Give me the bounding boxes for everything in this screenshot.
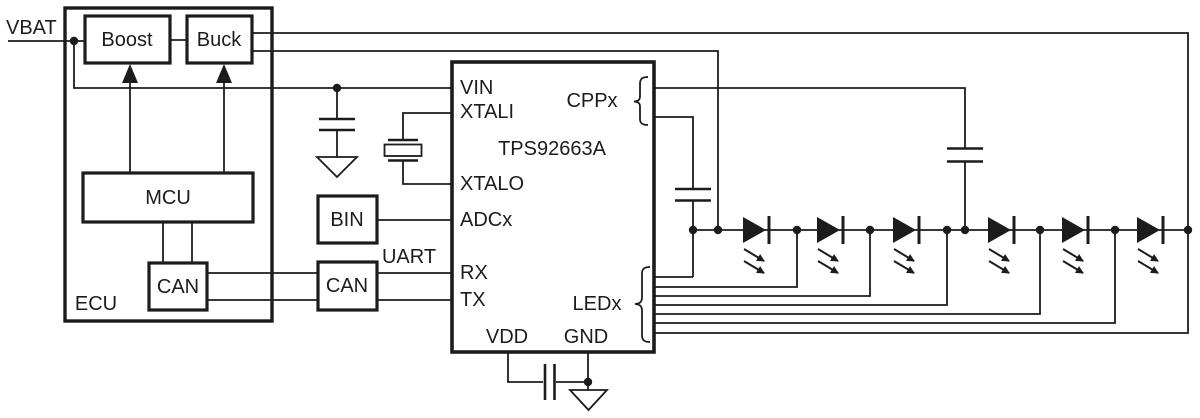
crystal-icon: [383, 138, 423, 162]
pin-ledx-label: LEDx: [572, 293, 622, 315]
pin-gnd-label: GND: [563, 326, 609, 348]
wire-vdd-cap: [507, 352, 543, 383]
boost-label: Boost: [101, 29, 153, 51]
can-transceiver-box: [316, 260, 379, 312]
wire-xtali: [402, 112, 452, 140]
symbols: [122, 64, 1163, 412]
vbat-label: VBAT: [6, 17, 57, 39]
vdd-capacitor-icon: [543, 364, 556, 400]
pin-rx-label: RX: [460, 262, 488, 284]
cpp-capacitor-left-icon: [675, 187, 711, 202]
buck-ctrl-arrow-icon: [216, 64, 232, 83]
wire-ledx-3: [654, 230, 871, 297]
wire-ledx-7: [654, 230, 1189, 334]
junction-dot: [69, 36, 79, 46]
junction-dot: [865, 225, 875, 235]
wire-xtalo: [402, 160, 452, 185]
cppx-brace-icon: [633, 76, 649, 126]
ecu-can-box: [147, 261, 209, 312]
wire-ledx-5: [654, 230, 1041, 315]
vin-capacitor-icon: [319, 117, 355, 132]
pin-tx-label: TX: [460, 289, 486, 311]
wire-ledx-6: [654, 230, 1116, 324]
led-6-icon: [1137, 216, 1163, 273]
pin-xtalo-label: XTALO: [460, 173, 525, 195]
part-number-label: TPS92663A: [498, 138, 606, 160]
led-2-icon: [817, 216, 843, 273]
mcu-box: [81, 171, 255, 224]
led-1-icon: [743, 216, 769, 273]
bin-label: BIN: [330, 209, 364, 231]
can-transceiver-label: CAN: [325, 275, 369, 297]
buck-label: Buck: [196, 29, 242, 51]
junction-dot: [1183, 225, 1193, 235]
junction-dot: [792, 225, 802, 235]
junction-dot: [1035, 225, 1045, 235]
pin-vdd-label: VDD: [485, 326, 529, 348]
ledx-brace-icon: [634, 266, 651, 343]
pin-vin-label: VIN: [460, 77, 494, 99]
bin-box: [316, 194, 379, 245]
wire-cppx-2: [654, 116, 694, 188]
uart-label: UART: [381, 246, 437, 268]
led-5-icon: [1062, 216, 1088, 273]
pin-adcx-label: ADCx: [460, 209, 513, 231]
pin-xtali-label: XTALI: [460, 101, 515, 123]
cpp-capacitor-right-icon: [947, 147, 983, 163]
junction-dot: [960, 225, 970, 235]
junction-dot: [713, 225, 723, 235]
wire-buck-out-feed: [252, 50, 719, 230]
wire-buck-out-return: [252, 32, 1189, 230]
ecu-label: ECU: [74, 293, 118, 315]
vin-ground-icon: [314, 156, 360, 179]
junction-dot: [688, 225, 698, 235]
junction-dot: [942, 225, 952, 235]
led-3-icon: [893, 216, 919, 273]
wire-cppx-1: [654, 87, 966, 148]
gnd-ground-icon: [567, 389, 610, 412]
junction-dot: [1110, 225, 1120, 235]
ecu-can-label: CAN: [156, 276, 200, 298]
component-boxes: [81, 14, 656, 354]
wire-vbat-to-vin: [73, 41, 452, 89]
tps92663a-box: [450, 60, 656, 354]
wire-ledx-4: [654, 230, 948, 306]
junction-dot: [583, 377, 593, 387]
junction-dots: [69, 36, 1193, 387]
boost-ctrl-arrow-icon: [122, 64, 138, 83]
pin-cppx-label: CPPx: [566, 90, 618, 112]
junction-dot: [332, 83, 342, 93]
mcu-label: MCU: [145, 187, 191, 209]
boost-box: [83, 14, 172, 65]
wire-ledx-2: [654, 230, 798, 288]
buck-box: [185, 14, 254, 65]
led-4-icon: [988, 216, 1014, 273]
